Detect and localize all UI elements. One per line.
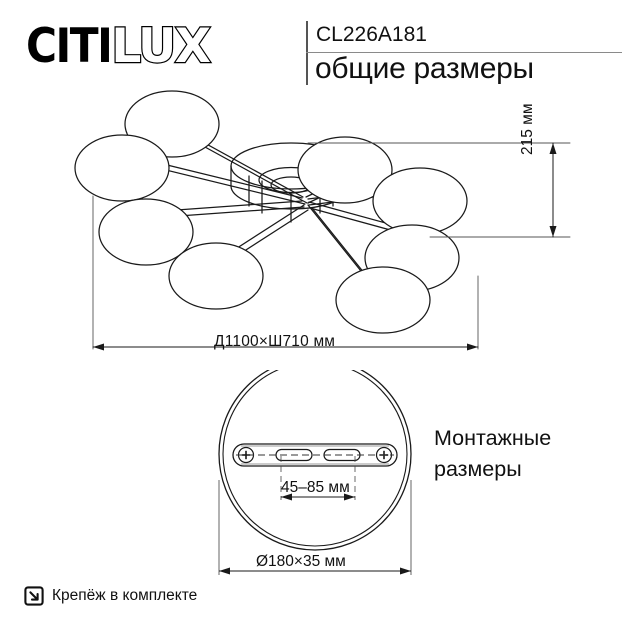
- mount-plate-outer-circle: [218, 370, 412, 551]
- shade-5: [297, 136, 393, 204]
- slot-dimension-line: [281, 493, 355, 501]
- shade-3: [98, 198, 194, 266]
- download-box-icon: [24, 586, 44, 606]
- width-dimension-label: Д1100×Ш710 мм: [214, 333, 336, 350]
- shade-2: [74, 134, 170, 202]
- model-code: CL226A181: [316, 23, 427, 46]
- slot-dimension-label: 45–85 мм: [281, 479, 350, 496]
- shade-4: [168, 242, 264, 310]
- logo-solid-part: CITI: [26, 19, 113, 74]
- citilux-logo: CITILUX: [26, 22, 212, 71]
- page-title: общие размеры: [315, 52, 534, 85]
- width-dimension-line: [92, 195, 479, 351]
- mounting-caption-line2: размеры: [434, 457, 522, 482]
- mounting-plate-drawing: [218, 370, 412, 575]
- main-lamp-drawing: [74, 90, 571, 351]
- page-header: CITILUX CL226A181 общие размеры: [0, 0, 630, 95]
- footer-note: Крепёж в комплекте: [24, 586, 197, 606]
- mounting-caption-line1: Монтажные: [434, 426, 552, 450]
- logo-hollow-part: LUX: [110, 19, 212, 74]
- mounting-caption: Монтажные размеры: [434, 423, 614, 485]
- shade-6: [372, 167, 468, 235]
- diameter-dimension-label: Ø180×35 мм: [256, 553, 346, 570]
- lamp-shades: [74, 90, 468, 334]
- shade-8: [335, 266, 431, 334]
- mount-plate-inner-circle: [222, 370, 408, 547]
- diameter-dimension-line: [218, 480, 412, 575]
- height-dimension-label: 215 мм: [519, 103, 536, 155]
- header-horizontal-divider: [306, 52, 622, 54]
- height-dimension-line: [307, 142, 571, 238]
- footer-label: Крепёж в комплекте: [52, 587, 198, 604]
